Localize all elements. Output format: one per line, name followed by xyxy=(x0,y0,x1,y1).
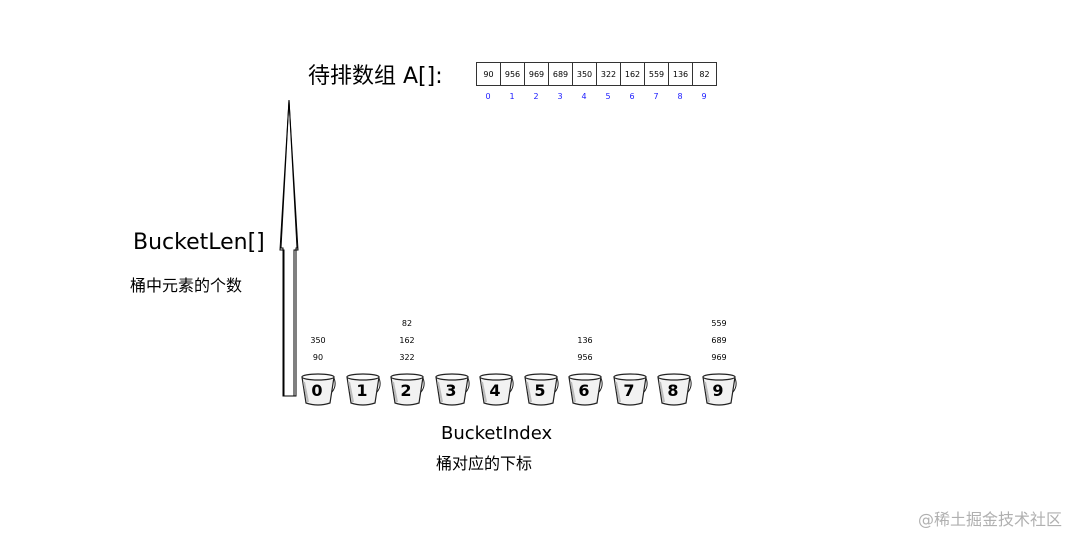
bucket-item: 162 xyxy=(399,336,415,345)
array-cell: 969 xyxy=(524,62,549,86)
array-cell: 136 xyxy=(668,62,693,86)
bucket-icon: 8 xyxy=(657,373,692,406)
array-cell: 90 xyxy=(476,62,501,86)
array-cell: 82 xyxy=(692,62,717,86)
bucket-icon: 3 xyxy=(435,373,470,406)
bucket-icon: 1 xyxy=(346,373,381,406)
array-cell: 350 xyxy=(572,62,597,86)
array-index: 7 xyxy=(653,92,659,101)
bucket-item: 90 xyxy=(312,353,324,362)
bucket-icon: 6 xyxy=(568,373,603,406)
bucketlen-label: BucketLen[] xyxy=(133,230,265,255)
array-title: 待排数组 A[]: xyxy=(308,64,443,89)
array-cell: 689 xyxy=(548,62,573,86)
array-index: 1 xyxy=(509,92,515,101)
bucket-digit: 2 xyxy=(400,381,411,400)
bucket-item: 689 xyxy=(711,336,727,345)
array-cell: 956 xyxy=(500,62,525,86)
bucket-digit: 3 xyxy=(445,381,456,400)
bucket-item: 956 xyxy=(577,353,593,362)
bucket-icon: 7 xyxy=(613,373,648,406)
bucket-icon: 9 xyxy=(702,373,737,406)
bucket-digit: 7 xyxy=(623,381,634,400)
bucket-item: 969 xyxy=(711,353,727,362)
array-cell: 559 xyxy=(644,62,669,86)
array-index: 8 xyxy=(677,92,683,101)
bucket-item: 136 xyxy=(577,336,593,345)
bucket-digit: 8 xyxy=(667,381,678,400)
bucket-digit: 5 xyxy=(534,381,545,400)
array-index: 2 xyxy=(533,92,539,101)
array-index: 9 xyxy=(701,92,707,101)
bucket-icon: 4 xyxy=(479,373,514,406)
bucket-digit: 4 xyxy=(489,381,500,400)
bucketindex-description: 桶对应的下标 xyxy=(436,454,533,473)
bucket-icon: 5 xyxy=(524,373,559,406)
watermark: @稀土掘金技术社区 xyxy=(917,510,1062,529)
array-index: 4 xyxy=(581,92,587,101)
bucket-item: 82 xyxy=(401,319,413,328)
bucketindex-label: BucketIndex xyxy=(441,423,553,444)
bucket-icon: 0 xyxy=(301,373,336,406)
bucket-item: 559 xyxy=(711,319,727,328)
bucket-item: 350 xyxy=(310,336,326,345)
up-arrow-icon xyxy=(279,99,299,397)
array-index: 5 xyxy=(605,92,611,101)
bucket-item: 322 xyxy=(399,353,415,362)
bucket-digit: 9 xyxy=(712,381,723,400)
bucket-digit: 1 xyxy=(356,381,367,400)
array-index: 0 xyxy=(485,92,491,101)
array-index: 6 xyxy=(629,92,635,101)
bucketlen-description: 桶中元素的个数 xyxy=(130,276,243,295)
array-index: 3 xyxy=(557,92,563,101)
bucket-digit: 0 xyxy=(311,381,322,400)
array-cell: 322 xyxy=(596,62,621,86)
bucket-digit: 6 xyxy=(578,381,589,400)
bucket-icon: 2 xyxy=(390,373,425,406)
array-cell: 162 xyxy=(620,62,645,86)
